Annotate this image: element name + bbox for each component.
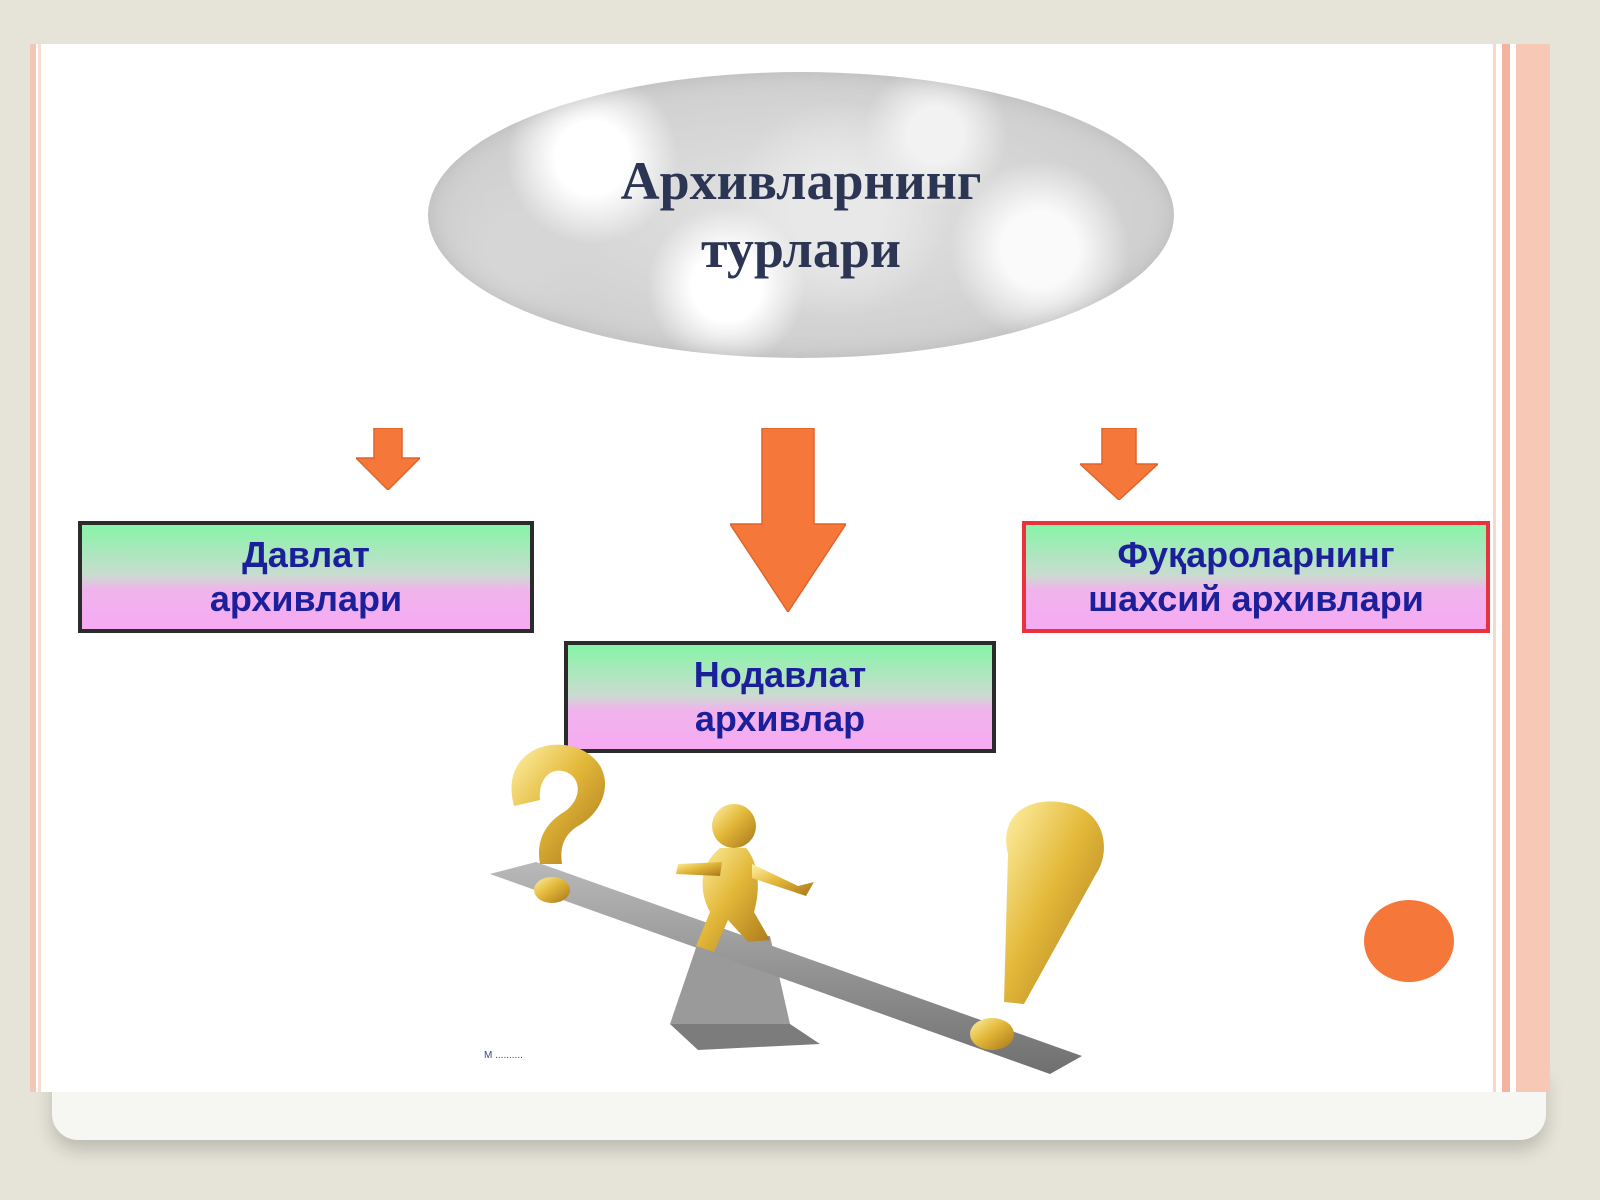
seesaw-illustration — [490, 744, 1104, 1074]
state-archives-line-2: архивлари — [209, 578, 403, 619]
non-state-archives-line-1: Нодавлат — [693, 654, 867, 695]
slide: Архивларнинг турлари Давлат архивлари Но… — [30, 44, 1550, 1092]
slide-title-line-1: Архивларнинг — [620, 151, 982, 211]
accent-dot — [1364, 900, 1454, 982]
state-archives-box: Давлат архивлари — [78, 521, 534, 633]
slide-title: Архивларнинг турлари — [621, 147, 982, 283]
non-state-archives-line-2: архивлар — [694, 698, 866, 739]
slide-title-line-2: турлари — [701, 219, 901, 279]
left-border-stripe-inner — [38, 44, 41, 1092]
arrow-down-left-icon — [356, 428, 420, 490]
arrow-down-right-icon — [1080, 428, 1158, 500]
personal-archives-line-1: Фуқароларнинг — [1117, 534, 1395, 575]
image-caption: M .......... — [484, 1050, 523, 1061]
state-archives-line-1: Давлат — [242, 534, 370, 575]
right-border-stripe — [1516, 44, 1550, 1092]
title-ellipse: Архивларнинг турлари — [428, 72, 1174, 358]
right-border-stripe-thin — [1493, 44, 1496, 1092]
personal-archives-box: Фуқароларнинг шахсий архивлари — [1022, 521, 1490, 633]
non-state-archives-box: Нодавлат архивлар — [564, 641, 996, 753]
personal-archives-line-2: шахсий архивлари — [1088, 578, 1424, 619]
left-border-stripe — [30, 44, 36, 1092]
arrow-down-center-icon — [730, 428, 846, 612]
right-border-stripe-inner — [1502, 44, 1510, 1092]
